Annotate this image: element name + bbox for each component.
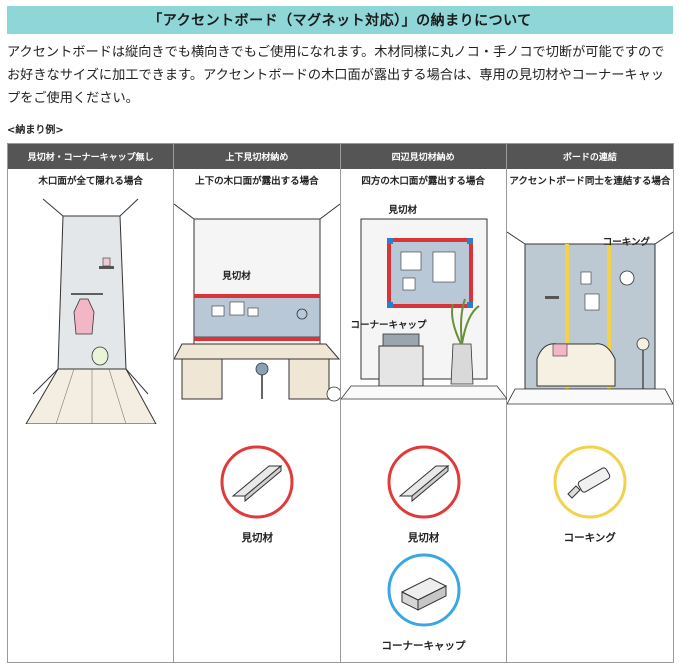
column-header: ボードの連結 — [506, 144, 673, 169]
part-trim: 見切材 — [341, 444, 507, 545]
column-four-side-trim: 四辺見切材納め 四方の木口面が露出する場合 見切材 コーナーキャップ — [340, 144, 507, 662]
part-corner-cap: コーナーキャップ — [341, 552, 507, 653]
trim-molding-icon — [220, 445, 294, 519]
column-subtitle: 四方の木口面が露出する場合 — [361, 176, 485, 187]
trim-callout: 見切材 — [388, 205, 418, 216]
part-trim: 見切材 — [174, 444, 340, 545]
corner-cap-icon — [387, 553, 460, 627]
part-label: コーキング — [563, 532, 616, 544]
column-header: 四辺見切材納め — [340, 144, 506, 169]
column-top-bottom-trim: 上下見切材納め 上下の木口面が露出する場合 見切材 — [174, 144, 341, 662]
room-illustration-four-side-trim — [340, 218, 507, 400]
column-header: 上下見切材納め — [174, 144, 340, 169]
column-subtitle: 上下の木口面が露出する場合 — [195, 176, 319, 187]
part-label: コーナーキャップ — [381, 640, 466, 652]
corner-cap-callout: コーナーキャップ — [350, 320, 427, 331]
installation-examples-table: 見切材・コーナーキャップ無し 木口面が全て隠れる場合 上下見切材納め 上下の木口… — [7, 143, 674, 663]
column-subtitle: アクセントボード同士を連結する場合 — [509, 176, 671, 187]
caulking-tube-icon — [553, 445, 627, 519]
column-subtitle: 木口面が全て隠れる場合 — [38, 176, 143, 187]
example-label: <納まり例> — [7, 125, 64, 136]
intro-text: アクセントボードは縦向きでも横向きでもご使用になれます。木材同様に丸ノコ・手ノコ… — [7, 45, 665, 106]
room-illustration-top-bottom-trim — [174, 203, 341, 402]
caulking-callout: コーキング — [602, 237, 650, 248]
column-header: 見切材・コーナーキャップ無し — [8, 144, 174, 169]
room-illustration-no-trim — [25, 198, 157, 424]
trim-molding-icon — [387, 445, 460, 519]
room-illustration-board-joining — [506, 231, 673, 405]
page-title: 「アクセントボード（マグネット対応）」の納まりについて — [7, 6, 673, 34]
column-board-joining: ボードの連結 アクセントボード同士を連結する場合 コーキング コ — [506, 144, 673, 662]
part-caulking: コーキング — [507, 444, 673, 545]
part-label: 見切材 — [241, 532, 274, 544]
trim-callout: 見切材 — [222, 271, 251, 282]
column-no-trim: 見切材・コーナーキャップ無し 木口面が全て隠れる場合 — [8, 144, 175, 662]
part-label: 見切材 — [407, 532, 440, 544]
